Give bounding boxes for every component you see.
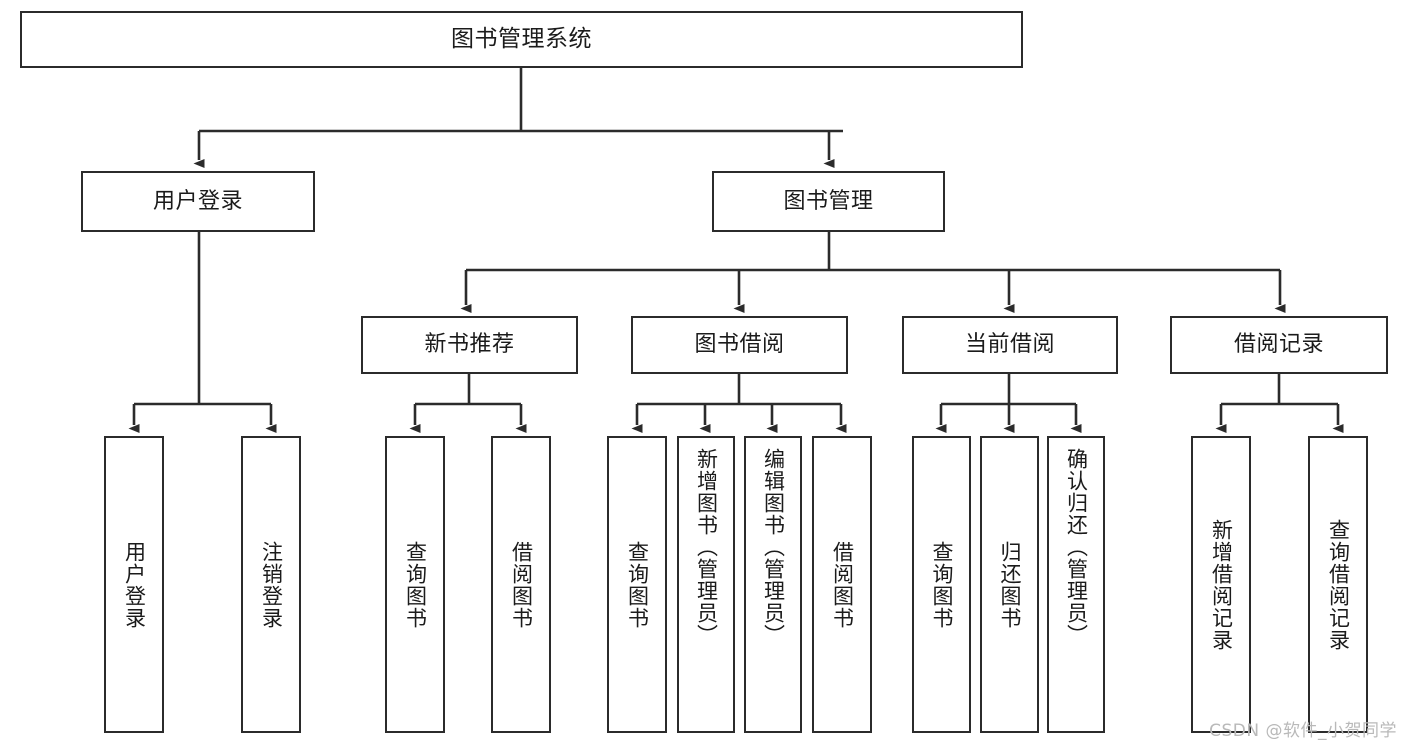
node-label: 新增图书（管理员）: [694, 448, 719, 646]
node-label: 图书管理: [783, 188, 874, 214]
node-book-borrow[interactable]: 图书借阅: [631, 316, 848, 374]
leaf-user-login[interactable]: 用户登录: [104, 436, 164, 733]
leaf-query-book-borrow[interactable]: 查询图书: [607, 436, 667, 733]
node-borrow-record[interactable]: 借阅记录: [1170, 316, 1388, 374]
node-label: 查询图书: [929, 540, 954, 629]
node-book-management[interactable]: 图书管理: [712, 171, 945, 232]
node-current-borrow[interactable]: 当前借阅: [902, 316, 1118, 374]
node-label: 用户登录: [122, 540, 147, 629]
leaf-add-borrow-record[interactable]: 新增借阅记录: [1191, 436, 1251, 733]
node-label: 图书借阅: [694, 332, 785, 358]
node-new-book-recommend[interactable]: 新书推荐: [361, 316, 578, 374]
leaf-confirm-return-admin[interactable]: 确认归还（管理员）: [1047, 436, 1105, 733]
node-label: 注销登录: [259, 540, 284, 629]
node-label: 归还图书: [997, 540, 1022, 629]
node-book-management-system[interactable]: 图书管理系统: [20, 11, 1023, 68]
node-label: 编辑图书（管理员）: [761, 448, 786, 646]
leaf-add-book-admin[interactable]: 新增图书（管理员）: [677, 436, 735, 733]
node-label: 新书推荐: [424, 332, 515, 358]
node-label: 查询图书: [403, 540, 428, 629]
leaf-borrow-book[interactable]: 借阅图书: [812, 436, 872, 733]
leaf-query-book-recommend[interactable]: 查询图书: [385, 436, 445, 733]
leaf-return-book[interactable]: 归还图书: [980, 436, 1039, 733]
node-label: 用户登录: [152, 188, 243, 214]
leaf-query-borrow-record[interactable]: 查询借阅记录: [1308, 436, 1368, 733]
node-label: 查询图书: [625, 540, 650, 629]
leaf-edit-book-admin[interactable]: 编辑图书（管理员）: [744, 436, 802, 733]
watermark: CSDN @软件_小贺同学: [1209, 721, 1397, 741]
node-label: 确认归还（管理员）: [1064, 448, 1089, 646]
node-label: 借阅图书: [830, 540, 855, 629]
node-label: 查询借阅记录: [1326, 518, 1351, 651]
leaf-logout[interactable]: 注销登录: [241, 436, 301, 733]
node-label: 当前借阅: [964, 332, 1055, 358]
node-label: 借阅图书: [509, 540, 534, 629]
leaf-query-book-current[interactable]: 查询图书: [912, 436, 971, 733]
node-label: 借阅记录: [1233, 332, 1324, 358]
node-user-login[interactable]: 用户登录: [81, 171, 315, 232]
node-label: 图书管理系统: [451, 25, 592, 52]
node-label: 新增借阅记录: [1209, 518, 1234, 651]
leaf-borrow-book-recommend[interactable]: 借阅图书: [491, 436, 551, 733]
